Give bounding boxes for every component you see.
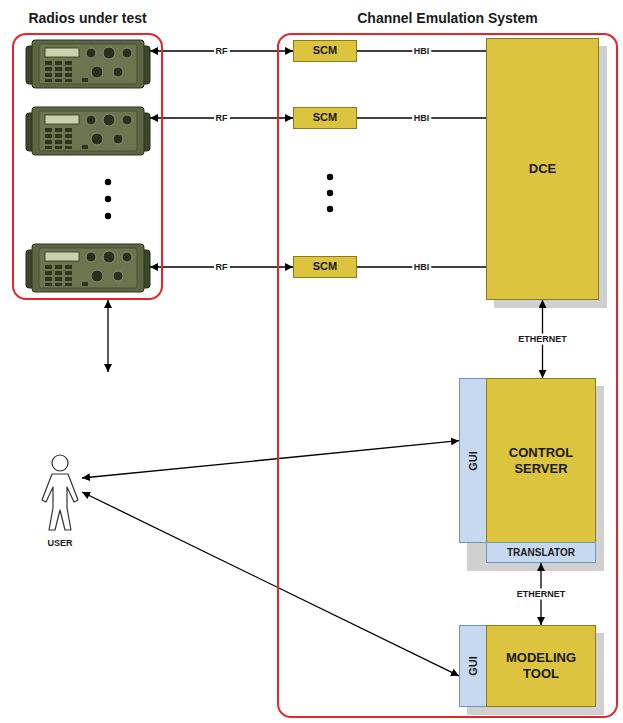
connector-label: HBI bbox=[412, 262, 432, 273]
process-box: DCE bbox=[486, 38, 599, 300]
connector bbox=[357, 50, 486, 51]
module-box: SCM bbox=[293, 40, 357, 62]
box-label: TRANSLATOR bbox=[507, 547, 575, 559]
box-label: SCM bbox=[313, 44, 337, 57]
connector-label: HBI bbox=[412, 113, 432, 124]
radio-illustration bbox=[26, 244, 150, 292]
box-label: CONTROL SERVER bbox=[501, 445, 581, 476]
connector-label: RF bbox=[214, 262, 230, 273]
group-outline: Radios under test bbox=[12, 33, 163, 300]
box-label: DCE bbox=[529, 161, 556, 177]
connector bbox=[542, 300, 543, 378]
translator-bar: TRANSLATOR bbox=[486, 542, 596, 563]
connector bbox=[357, 266, 486, 267]
ellipsis-dots bbox=[327, 174, 333, 212]
group-heading: Radios under test bbox=[14, 10, 161, 26]
connector bbox=[150, 50, 293, 51]
box-label: SCM bbox=[313, 260, 337, 273]
process-box: CONTROL SERVER bbox=[486, 378, 596, 543]
connector-label: RF bbox=[214, 113, 230, 124]
gui-label: GUI bbox=[467, 451, 479, 471]
process-box: MODELING TOOL bbox=[486, 625, 596, 707]
user-figure bbox=[42, 455, 78, 530]
connector bbox=[82, 441, 459, 478]
module-box: SCM bbox=[293, 107, 357, 129]
radio-illustration bbox=[26, 107, 150, 155]
box-label: MODELING TOOL bbox=[501, 650, 581, 681]
box-label: SCM bbox=[313, 111, 337, 124]
gui-strip: GUI bbox=[459, 378, 487, 543]
connector-label: HBI bbox=[412, 46, 432, 57]
group-heading: Channel Emulation System bbox=[279, 10, 616, 26]
connector-label: ETHERNET bbox=[515, 589, 568, 600]
radio-illustration bbox=[26, 40, 150, 88]
actor-label: USER bbox=[40, 538, 80, 548]
ellipsis-dots bbox=[105, 179, 111, 219]
module-box: SCM bbox=[293, 256, 357, 278]
connector-label: RF bbox=[214, 46, 230, 57]
connector bbox=[540, 563, 541, 625]
connector bbox=[357, 117, 486, 118]
connector bbox=[150, 266, 293, 267]
connector bbox=[107, 300, 108, 372]
connector bbox=[150, 117, 293, 118]
user-actor: USER bbox=[40, 372, 112, 548]
gui-strip: GUI bbox=[459, 625, 487, 707]
connector-label: ETHERNET bbox=[516, 334, 569, 345]
connector bbox=[82, 492, 459, 676]
group-outline: Channel Emulation SystemSCMSCMSCMDCEGUIC… bbox=[277, 33, 618, 718]
gui-label: GUI bbox=[467, 656, 479, 676]
